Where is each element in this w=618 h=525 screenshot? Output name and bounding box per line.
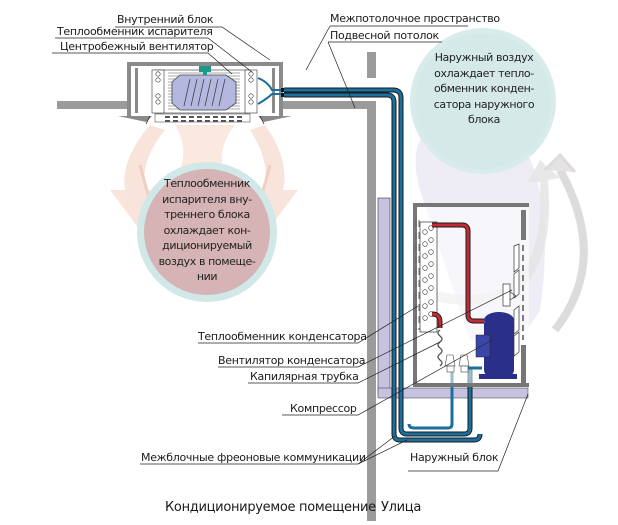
hot-gas-line (432, 223, 484, 323)
wall-top (367, 52, 376, 78)
ceiling-left (57, 101, 127, 109)
outdoor-bubble-line: охлаждает тепло- (434, 66, 534, 80)
label-condenser-fan: Вентилятор конденсатора (218, 354, 366, 367)
capillary-tube (437, 329, 443, 367)
freon-lines (284, 87, 483, 443)
suspended-ceiling (283, 101, 373, 109)
outdoor-bubble-line: Наружный воздух (434, 51, 534, 64)
label-indoor-unit: Внутренний блок (117, 13, 214, 26)
label-conditioned-room: Кондиционируемое помещение (165, 500, 376, 515)
condenser-fan (502, 243, 520, 357)
indoor-bubble-line: Теплообменник (164, 177, 250, 190)
label-compressor: Компрессор (290, 402, 357, 415)
service-valve (458, 354, 470, 367)
label-capillary-tube: Капилярная трубка (250, 370, 359, 383)
indoor-bubble-line: нии (196, 270, 218, 283)
service-valve (444, 354, 456, 367)
outdoor-bubble (410, 28, 556, 174)
label-suspended-ceiling: Подвесной потолок (330, 29, 439, 42)
outdoor-bubble-line: сатора наружного (433, 97, 535, 111)
outdoor-bubble-line: обменник конден- (434, 82, 534, 95)
fan-motor (199, 66, 211, 72)
indoor-bubble (137, 162, 277, 302)
indoor-bubble-line: диционируемый (162, 239, 252, 252)
compressor (484, 318, 514, 376)
label-street: Улица (381, 500, 421, 515)
outdoor-unit (413, 203, 529, 387)
label-outdoor-unit: Наружный блок (410, 451, 499, 464)
outdoor-bubble-text: Наружный воздух охлаждает тепло- обменни… (425, 50, 543, 128)
indoor-unit (118, 62, 292, 123)
label-freon-lines: Межблочные фреоновые коммуникации (141, 451, 366, 464)
wall-bracket (377, 197, 391, 395)
outdoor-bubble-line: блока (468, 113, 500, 126)
indoor-bubble-line: воздух в помеще- (158, 254, 256, 268)
label-centrifugal-fan: Центробежный вентилятор (60, 40, 214, 53)
airflow-direction-arrows (145, 115, 265, 125)
indoor-bubble-text: Теплообменник испарителя вну- треннего б… (148, 176, 266, 285)
indoor-bubble-line: треннего блока (164, 208, 250, 221)
indoor-bubble-line: охлаждает кон- (163, 223, 251, 237)
outer-wall (367, 101, 376, 521)
label-evaporator: Теплообменник испарителя (57, 25, 213, 38)
label-condenser: Теплообменник конденсатора (198, 330, 367, 343)
leader-lines (52, 25, 529, 472)
label-ceiling-space: Межпотолочное пространство (330, 12, 500, 25)
indoor-bubble-line: испарителя вну- (162, 192, 252, 206)
